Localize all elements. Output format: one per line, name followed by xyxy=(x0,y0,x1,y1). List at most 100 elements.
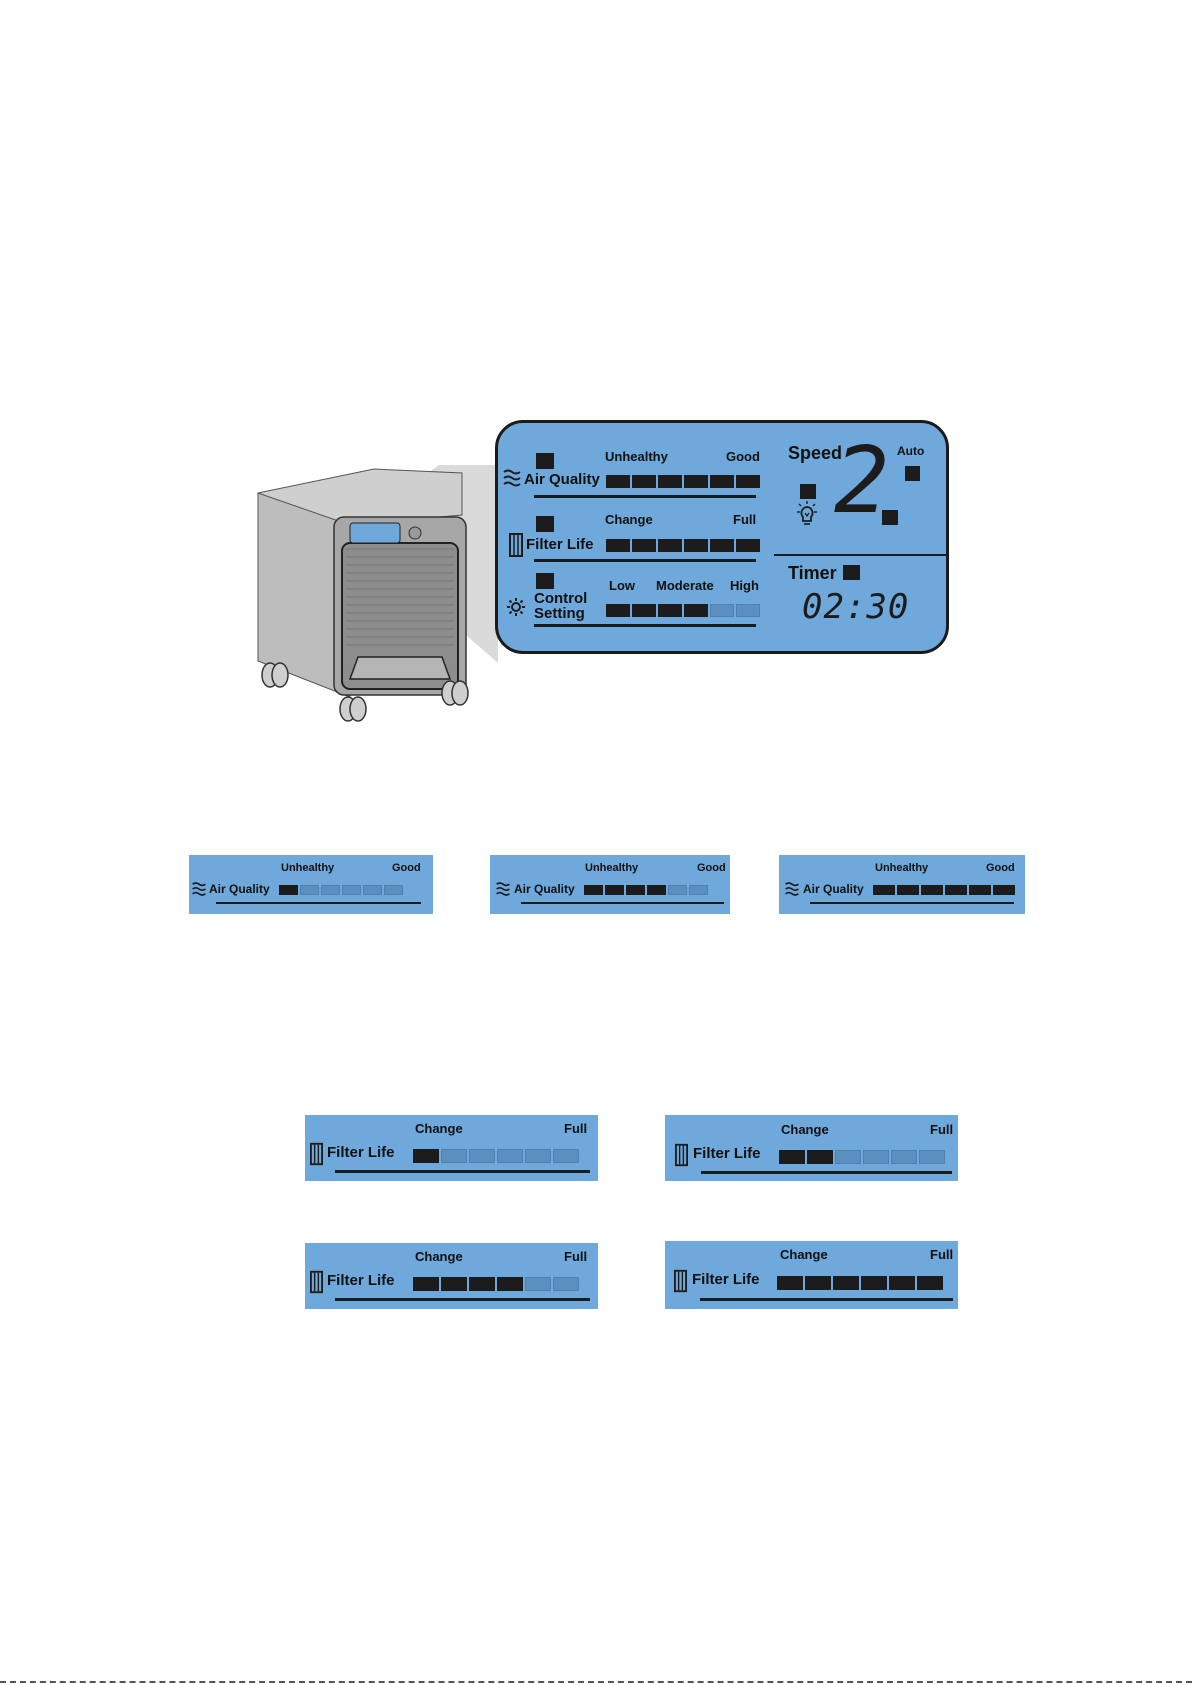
page-bottom-dashed-line xyxy=(0,1681,1192,1683)
section-divider xyxy=(774,554,946,556)
speed-dot-indicator xyxy=(882,510,898,525)
bar-segment-on xyxy=(497,1277,523,1291)
main-lcd-panel: Unhealthy Good Air Quality Change Full F… xyxy=(495,420,949,654)
bulb-icon xyxy=(794,501,820,529)
fl-ex4-underline xyxy=(700,1298,953,1301)
bar-segment-on xyxy=(710,475,734,488)
bar-segment-on xyxy=(626,885,645,895)
fl-ex1-bar xyxy=(413,1149,579,1163)
bar-segment-on xyxy=(632,475,656,488)
bar-segment-on xyxy=(805,1276,831,1290)
aq-ex3-label: Air Quality xyxy=(803,882,864,896)
bar-segment-on xyxy=(710,539,734,552)
aq-ex3-underline xyxy=(810,902,1014,904)
bar-segment-on xyxy=(736,475,760,488)
bar-segment-on xyxy=(684,604,708,617)
sun-icon xyxy=(506,597,526,617)
bar-segment-on xyxy=(606,604,630,617)
bar-segment-on xyxy=(917,1276,943,1290)
bar-segment-on xyxy=(658,604,682,617)
fl-ex4-label: Filter Life xyxy=(692,1271,760,1288)
bar-segment-off xyxy=(668,885,687,895)
fl-ex4-high-label: Full xyxy=(930,1247,953,1262)
fl-ex2-low-label: Change xyxy=(781,1122,829,1137)
aq-ex1-underline xyxy=(216,902,421,904)
bar-segment-off xyxy=(384,885,403,895)
filter-icon xyxy=(310,1270,323,1294)
control-setting-bar xyxy=(606,604,760,617)
auto-label: Auto xyxy=(897,444,924,458)
bar-segment-on xyxy=(606,539,630,552)
fl-ex3-low-label: Change xyxy=(415,1249,463,1264)
filter-icon xyxy=(310,1142,323,1166)
aq-ex2-bar xyxy=(584,885,708,895)
air-quality-example-1: Unhealthy Good Air Quality xyxy=(189,855,433,914)
bar-segment-on xyxy=(658,475,682,488)
air-waves-icon xyxy=(784,881,800,897)
bar-segment-on xyxy=(413,1277,439,1291)
timer-value: 02:30 xyxy=(802,587,909,627)
filter-life-bar xyxy=(606,539,760,552)
bar-segment-on xyxy=(833,1276,859,1290)
aq-ex2-high-label: Good xyxy=(697,862,726,874)
bar-segment-off xyxy=(553,1277,579,1291)
air-waves-icon xyxy=(502,468,522,488)
bar-segment-off xyxy=(342,885,361,895)
filter-life-example-4: Change Full Filter Life xyxy=(665,1241,958,1309)
air-quality-bar xyxy=(606,475,760,488)
filter-icon xyxy=(675,1143,688,1167)
air-quality-underline xyxy=(534,495,756,498)
fl-ex2-underline xyxy=(701,1171,952,1174)
timer-indicator xyxy=(843,565,860,580)
air-quality-example-2: Unhealthy Good Air Quality xyxy=(490,855,730,914)
air-quality-high-label: Good xyxy=(726,449,760,464)
fl-ex3-label: Filter Life xyxy=(327,1272,395,1289)
bar-segment-off xyxy=(525,1149,551,1163)
bar-segment-off xyxy=(891,1150,917,1164)
air-quality-label: Air Quality xyxy=(524,471,600,488)
bar-segment-on xyxy=(807,1150,833,1164)
filter-life-label: Filter Life xyxy=(526,536,594,553)
filter-life-example-1: Change Full Filter Life xyxy=(305,1115,598,1181)
bar-segment-on xyxy=(684,539,708,552)
control-setting-mid-label: Moderate xyxy=(656,578,714,593)
filter-icon xyxy=(674,1269,687,1293)
aq-ex3-low-label: Unhealthy xyxy=(875,862,928,874)
bar-segment-on xyxy=(873,885,895,895)
fl-ex1-high-label: Full xyxy=(564,1121,587,1136)
air-waves-icon xyxy=(495,881,511,897)
aq-ex3-high-label: Good xyxy=(986,862,1015,874)
bar-segment-off xyxy=(441,1149,467,1163)
fl-ex1-underline xyxy=(335,1170,590,1173)
control-setting-underline xyxy=(534,624,756,627)
bar-segment-off xyxy=(736,604,760,617)
fl-ex3-underline xyxy=(335,1298,590,1301)
control-setting-high-label: High xyxy=(730,578,759,593)
filter-life-indicator xyxy=(536,516,554,532)
bar-segment-on xyxy=(606,475,630,488)
air-waves-icon xyxy=(191,881,207,897)
bar-segment-on xyxy=(632,604,656,617)
bar-segment-off xyxy=(919,1150,945,1164)
bar-segment-off xyxy=(469,1149,495,1163)
bar-segment-on xyxy=(441,1277,467,1291)
bar-segment-on xyxy=(889,1276,915,1290)
bar-segment-on xyxy=(647,885,666,895)
bar-segment-off xyxy=(300,885,319,895)
bar-segment-on xyxy=(779,1150,805,1164)
bar-segment-on xyxy=(605,885,624,895)
air-quality-example-3: Unhealthy Good Air Quality xyxy=(779,855,1025,914)
bar-segment-off xyxy=(553,1149,579,1163)
bar-segment-off xyxy=(863,1150,889,1164)
auto-indicator xyxy=(905,466,920,481)
aq-ex2-label: Air Quality xyxy=(514,882,575,896)
aq-ex2-underline xyxy=(521,902,724,904)
fl-ex2-bar xyxy=(779,1150,945,1164)
bar-segment-on xyxy=(684,475,708,488)
bar-segment-off xyxy=(321,885,340,895)
filter-life-example-2: Change Full Filter Life xyxy=(665,1115,958,1181)
bar-segment-on xyxy=(777,1276,803,1290)
fl-ex1-low-label: Change xyxy=(415,1121,463,1136)
bar-segment-on xyxy=(279,885,298,895)
aq-ex1-label: Air Quality xyxy=(209,882,270,896)
